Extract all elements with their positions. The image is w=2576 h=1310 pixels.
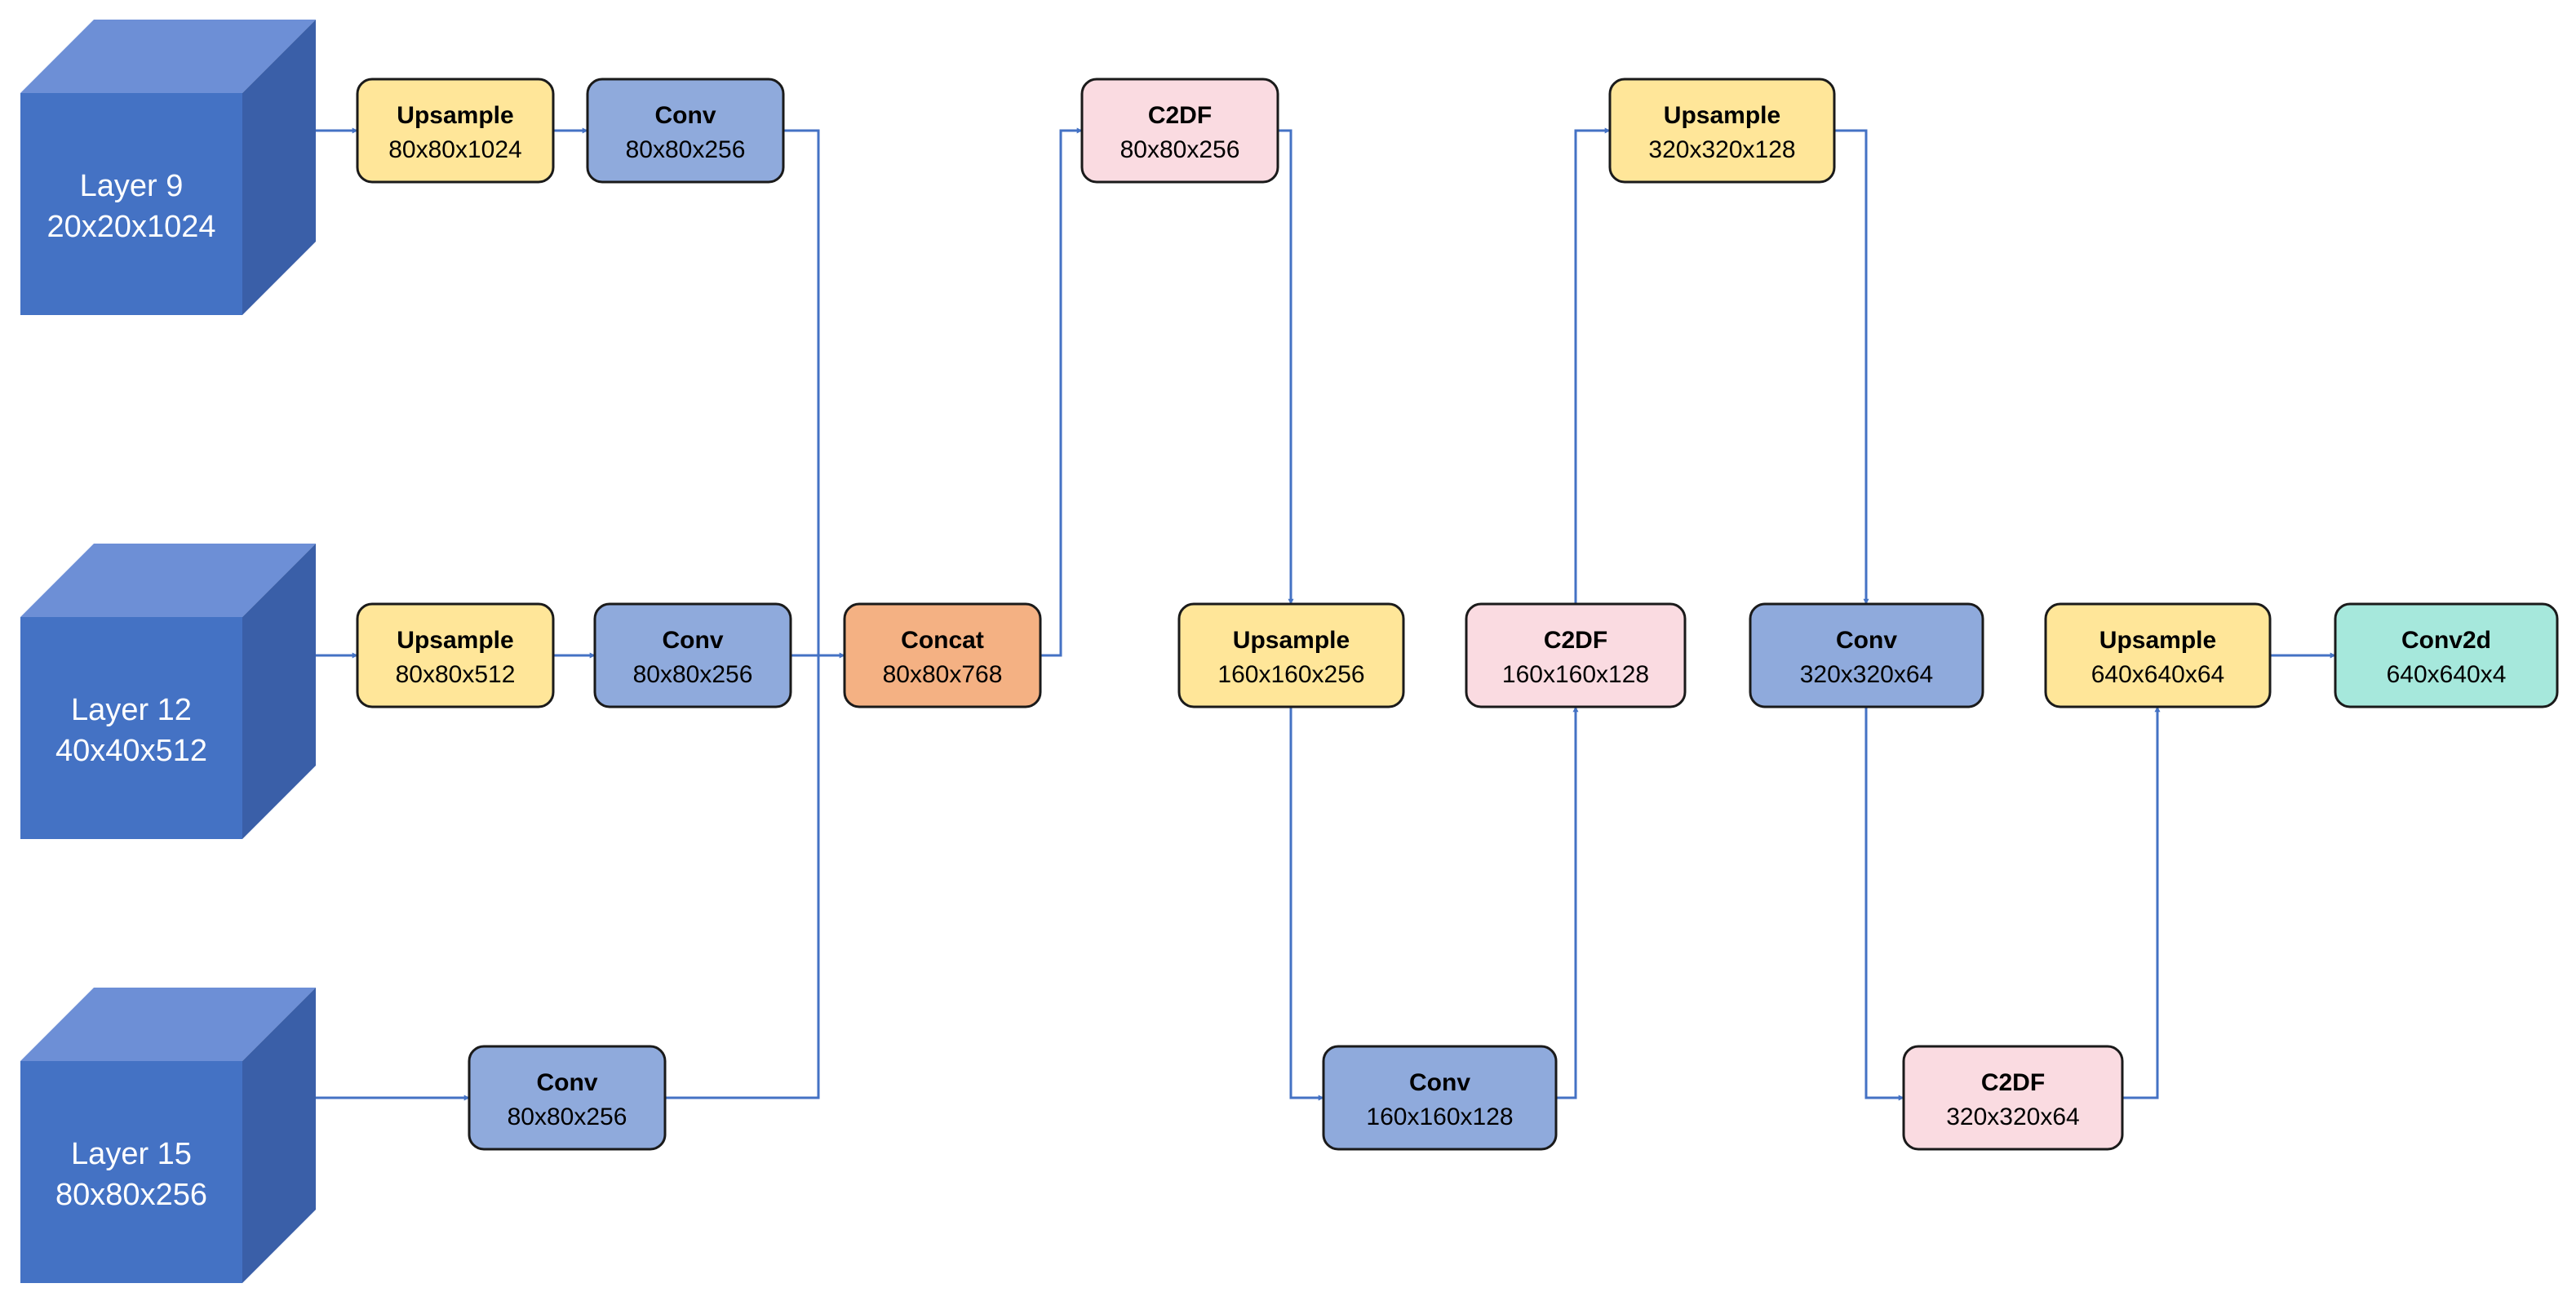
upsample-block-box: [356, 602, 555, 708]
block-title: Upsample: [2099, 627, 2216, 654]
input-layer-dims: 40x40x512: [55, 734, 207, 768]
conv-block-box: [586, 78, 785, 184]
c2df-block-box: [1902, 1045, 2124, 1151]
edge-c2df2-up4: [1574, 127, 1611, 604]
block-title: Conv2d: [2401, 627, 2491, 654]
block-dims: 80x80x256: [633, 661, 753, 688]
block-up2: Upsample 80x80x512: [356, 602, 555, 708]
cube-top-face: [20, 988, 316, 1061]
block-dims: 160x160x128: [1366, 1104, 1513, 1130]
block-title: Upsample: [1233, 627, 1350, 654]
block-dims: 80x80x1024: [388, 136, 521, 163]
block-title: Concat: [901, 627, 984, 654]
edge-c2df3-up5: [2122, 706, 2161, 1099]
edge-up4-conv5: [1834, 129, 1869, 605]
block-title: C2DF: [1544, 627, 1607, 654]
block-c2df1: C2DF 80x80x256: [1080, 78, 1279, 184]
input-cube-layer9: Layer 9 20x20x1024: [20, 20, 316, 315]
input-cube-layer15: Layer 15 80x80x256: [20, 988, 316, 1283]
conv-block-box: [1749, 602, 1984, 708]
block-title: Conv: [1409, 1069, 1470, 1096]
edge-conv5-c2df3: [1864, 707, 1904, 1101]
edge-up3-conv4: [1289, 707, 1324, 1101]
block-dims: 80x80x512: [396, 661, 516, 688]
cube-front-face: [20, 617, 242, 839]
block-up5: Upsample 640x640x64: [2044, 602, 2272, 708]
input-layer-dims: 20x20x1024: [47, 210, 215, 244]
block-conv2d: Conv2d 640x640x4: [2334, 602, 2559, 708]
upsample-block-box: [1177, 602, 1405, 708]
upsample-block-box: [1608, 78, 1836, 184]
conv-block-box: [593, 602, 792, 708]
block-dims: 320x320x128: [1648, 136, 1795, 163]
blocks: Upsample80x80x1024Conv80x80x256Upsample8…: [356, 78, 2559, 1151]
block-conv1: Conv 80x80x256: [586, 78, 785, 184]
upsample-block-box: [2044, 602, 2272, 708]
cube-top-face: [20, 20, 316, 93]
block-title: Conv: [655, 102, 716, 129]
block-c2df2: C2DF 160x160x128: [1465, 602, 1687, 708]
edge-conv3-bus: [665, 655, 820, 1099]
edge-conv4-c2df2: [1556, 706, 1579, 1099]
block-title: Upsample: [397, 102, 513, 129]
block-up1: Upsample 80x80x1024: [356, 78, 555, 184]
edge-concat-c2df1: [1040, 127, 1083, 657]
cube-front-face: [20, 93, 242, 315]
upsample-block-box: [356, 78, 555, 184]
edge-c2df1-up3: [1278, 129, 1294, 605]
conv-block-box: [468, 1045, 667, 1151]
c2df-block-box: [1080, 78, 1279, 184]
cube-side-face: [242, 988, 316, 1283]
input-layer-name: Layer 15: [71, 1137, 192, 1171]
block-title: Conv: [537, 1069, 598, 1096]
c2df-block-box: [1465, 602, 1687, 708]
concat-block-box: [843, 602, 1042, 708]
block-dims: 640x640x4: [2387, 661, 2507, 688]
input-cube-layer12: Layer 12 40x40x512: [20, 544, 316, 839]
block-conv4: Conv 160x160x128: [1322, 1045, 1558, 1151]
block-dims: 640x640x64: [2091, 661, 2224, 688]
block-dims: 80x80x256: [508, 1104, 627, 1130]
input-layer-name: Layer 9: [80, 169, 184, 203]
block-up3: Upsample 160x160x256: [1177, 602, 1405, 708]
connections: [316, 127, 2336, 1101]
block-title: Upsample: [1664, 102, 1780, 129]
block-dims: 320x320x64: [1946, 1104, 2079, 1130]
block-c2df3: C2DF 320x320x64: [1902, 1045, 2124, 1151]
block-dims: 160x160x256: [1217, 661, 1364, 688]
block-title: Conv: [1836, 627, 1897, 654]
conv2d-block-box: [2334, 602, 2559, 708]
block-concat: Concat 80x80x768: [843, 602, 1042, 708]
block-dims: 320x320x64: [1800, 661, 1933, 688]
cube-side-face: [242, 20, 316, 315]
block-title: Upsample: [397, 627, 513, 654]
block-dims: 160x160x128: [1502, 661, 1649, 688]
block-conv5: Conv 320x320x64: [1749, 602, 1984, 708]
block-title: C2DF: [1148, 102, 1212, 129]
cube-side-face: [242, 544, 316, 839]
block-dims: 80x80x768: [883, 661, 1003, 688]
input-layer-name: Layer 12: [71, 693, 192, 727]
input-layer-dims: 80x80x256: [55, 1178, 207, 1212]
block-conv2: Conv 80x80x256: [593, 602, 792, 708]
block-dims: 80x80x256: [626, 136, 746, 163]
block-title: Conv: [663, 627, 724, 654]
edge-conv1-bus: [783, 129, 820, 655]
cube-top-face: [20, 544, 316, 617]
block-dims: 80x80x256: [1120, 136, 1240, 163]
block-title: C2DF: [1981, 1069, 2045, 1096]
cube-front-face: [20, 1061, 242, 1283]
block-up4: Upsample 320x320x128: [1608, 78, 1836, 184]
conv-block-box: [1322, 1045, 1558, 1151]
block-conv3: Conv 80x80x256: [468, 1045, 667, 1151]
